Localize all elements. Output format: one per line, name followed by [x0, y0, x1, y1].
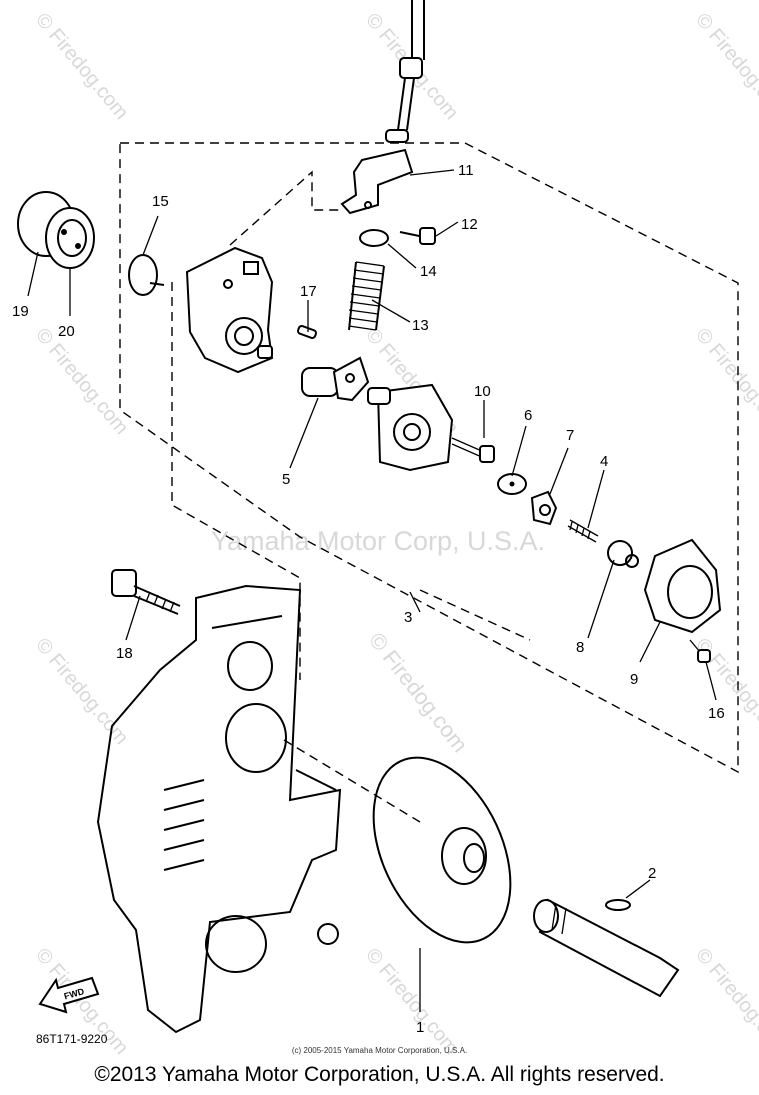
- callout-9: 9: [630, 671, 638, 688]
- bushing-part-8: [607, 540, 639, 568]
- collar-part-14: [359, 229, 389, 247]
- diagram-small-copyright: (c) 2005-2015 Yamaha Motor Corporation, …: [291, 1046, 468, 1055]
- callout-14: 14: [420, 263, 437, 280]
- cover-part-9: [643, 538, 722, 634]
- leader-lines: [27, 169, 717, 1012]
- callout-12: 12: [461, 216, 478, 233]
- callout-15: 15: [152, 193, 169, 210]
- callout-3: 3: [404, 609, 412, 626]
- callout-13: 13: [412, 317, 429, 334]
- footer-copyright: ©2013 Yamaha Motor Corporation, U.S.A. A…: [94, 1063, 665, 1086]
- watermark-tile: © Firedog.com: [31, 9, 132, 124]
- callout-16: 16: [708, 705, 725, 722]
- key-part-2: [605, 899, 631, 911]
- bolt-part-18: [111, 569, 181, 615]
- bracket-part-11: [340, 148, 414, 215]
- callout-19: 19: [12, 303, 29, 320]
- watermark-firedog: © Firedog.com: [364, 628, 473, 757]
- housing-block: [185, 246, 274, 374]
- callout-8: 8: [576, 639, 584, 656]
- callout-20: 20: [58, 323, 75, 340]
- callout-17: 17: [300, 283, 317, 300]
- plug-part-19-20: [17, 191, 95, 269]
- watermark-tile: © Firedog.com: [361, 944, 462, 1059]
- callout-10: 10: [474, 383, 491, 400]
- diagram-part-code: 86T171-9220: [36, 1032, 108, 1046]
- watermark-tile: © Firedog.com: [691, 324, 759, 439]
- shaft-part: [533, 898, 680, 998]
- sheave-disc-part-1: [283, 739, 512, 944]
- washer-part-6: [497, 473, 527, 495]
- pin-part-17: [297, 325, 317, 339]
- control-cable: [385, 0, 425, 143]
- callout-7: 7: [566, 427, 574, 444]
- caliper-casing: [96, 584, 342, 1034]
- watermark-center: Yamaha Motor Corp, U.S.A.: [211, 526, 545, 556]
- bolt-part-10: [451, 437, 495, 463]
- watermark-tile: © Firedog.com: [691, 9, 759, 124]
- shaft-part-5: [301, 356, 370, 402]
- adjuster-screw-part-4: [567, 519, 599, 543]
- watermark-tile: © Firedog.com: [691, 944, 759, 1059]
- callout-1: 1: [416, 1019, 424, 1036]
- assembly-outline: [119, 142, 739, 774]
- callout-11: 11: [458, 162, 474, 179]
- bolt-part-12: [399, 227, 436, 245]
- callout-2: 2: [648, 865, 656, 882]
- plate-housing: [367, 383, 454, 472]
- screw-part-16: [689, 639, 711, 663]
- nut-part-7: [530, 490, 558, 526]
- callout-18: 18: [116, 645, 133, 662]
- callout-4: 4: [600, 453, 608, 470]
- callouts: 1 2 3 4 5 6 7 8 9 10 11 12 13 14 15 16 1…: [12, 162, 725, 1036]
- watermark-tile: © Firedog.com: [31, 324, 132, 439]
- cap-part-15: [128, 254, 165, 296]
- callout-6: 6: [524, 407, 532, 424]
- spring-part-13: [348, 261, 385, 331]
- callout-5: 5: [282, 471, 290, 488]
- fwd-arrow-icon: FWD: [38, 976, 100, 1014]
